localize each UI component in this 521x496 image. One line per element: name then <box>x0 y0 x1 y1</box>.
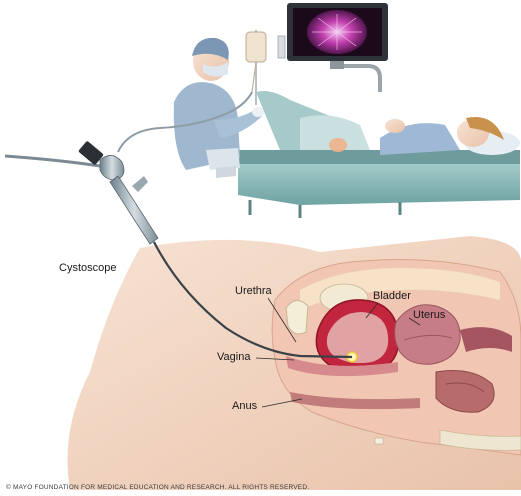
label-urethra: Urethra <box>235 285 272 297</box>
label-uterus: Uterus <box>413 309 445 321</box>
copyright-notice: © MAYO FOUNDATION FOR MEDICAL EDUCATION … <box>6 484 309 491</box>
label-bladder: Bladder <box>373 290 411 302</box>
anatomy-cross-section <box>68 236 521 490</box>
pubic-bone <box>286 300 308 334</box>
label-vagina: Vagina <box>217 351 250 363</box>
operating-room-scene <box>174 3 520 218</box>
label-anus: Anus <box>232 400 257 412</box>
surgical-drape <box>238 158 520 205</box>
video-monitor <box>287 3 388 92</box>
patient <box>256 91 520 155</box>
label-cystoscope: Cystoscope <box>59 262 116 274</box>
